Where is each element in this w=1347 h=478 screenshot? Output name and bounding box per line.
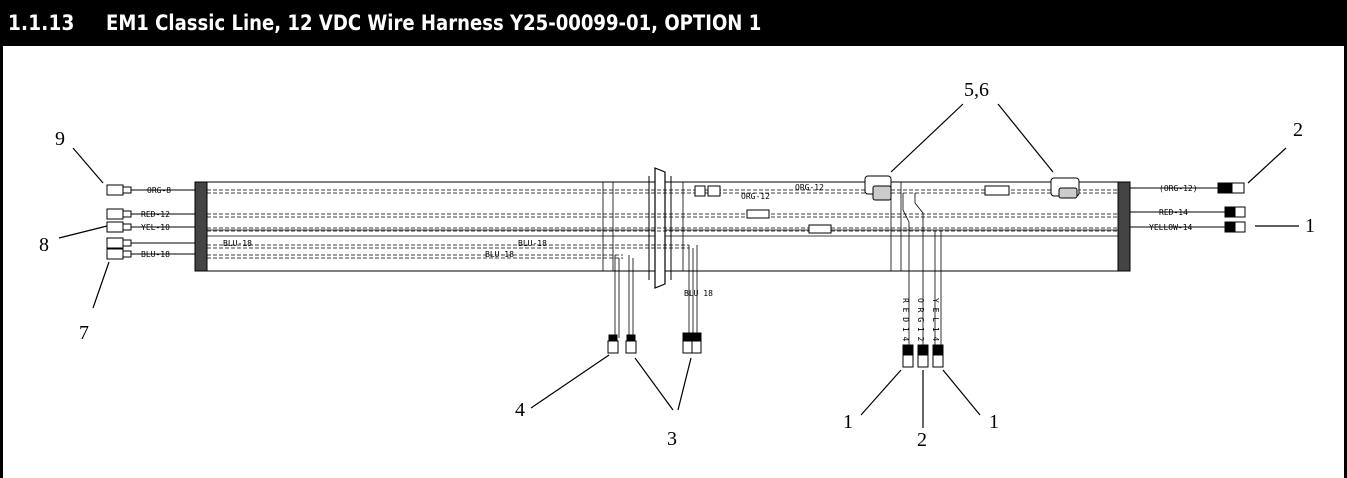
drop-label-yel: Y E L 1 4: [931, 298, 940, 342]
wire-label-blu-drop: BLU 18: [684, 289, 713, 298]
wire-label-inner-blu-2: BLU-18: [518, 239, 547, 248]
wire-label-left-red: RED-12: [141, 210, 170, 219]
wire-label-inner-org-2: ORG-12: [741, 192, 770, 201]
callout-2-top: 2: [1293, 119, 1303, 141]
inline-connectors: [694, 185, 1010, 234]
callout-1-bottom-right: 1: [989, 411, 999, 433]
section-title: EM1 Classic Line, 12 VDC Wire Harness Y2…: [106, 11, 762, 35]
right-terminals: [1130, 182, 1246, 233]
drop-label-red: R E D 1 4: [901, 298, 910, 342]
left-terminals: [106, 184, 195, 260]
fuse-holders: [864, 175, 1080, 201]
wire-label-left-yel: YEL-10: [141, 223, 170, 232]
wire-label-left-org: ORG-8: [147, 186, 171, 195]
section-number: 1.1.13: [8, 11, 75, 35]
callout-1-right: 1: [1305, 215, 1315, 237]
wire-harness-diagram: 9 8 7 5,6 2 1 4 3 1 2 1 ORG-8 RED-12 YEL…: [39, 79, 1315, 451]
callout-2-bottom: 2: [917, 429, 927, 451]
callout-1-bottom-left: 1: [843, 411, 853, 433]
bottom-terminals: [607, 332, 944, 368]
drop-label-org: O R G 1 2: [916, 298, 925, 342]
wire-label-inner-org-1: ORG-12: [795, 183, 824, 192]
leader-lines: [58, 103, 1299, 428]
section-header: 1.1.13 EM1 Classic Line, 12 VDC Wire Har…: [0, 0, 1347, 46]
callout-9: 9: [55, 128, 65, 150]
wire-label-inner-blu-1: BLU-18: [223, 239, 252, 248]
callout-5-6: 5,6: [964, 79, 989, 101]
callout-7: 7: [79, 322, 89, 344]
callout-8: 8: [39, 234, 49, 256]
callout-4: 4: [515, 399, 525, 421]
callout-3: 3: [667, 428, 677, 450]
wire-label-right-red: RED-14: [1159, 208, 1188, 217]
wire-label-left-blu: BLU-18: [141, 250, 170, 259]
wire-label-right-org: (ORG-12): [1159, 184, 1198, 193]
wire-label-right-yel: YELLOW-14: [1149, 223, 1193, 232]
wire-label-inner-blu-3: BLU-18: [485, 250, 514, 259]
